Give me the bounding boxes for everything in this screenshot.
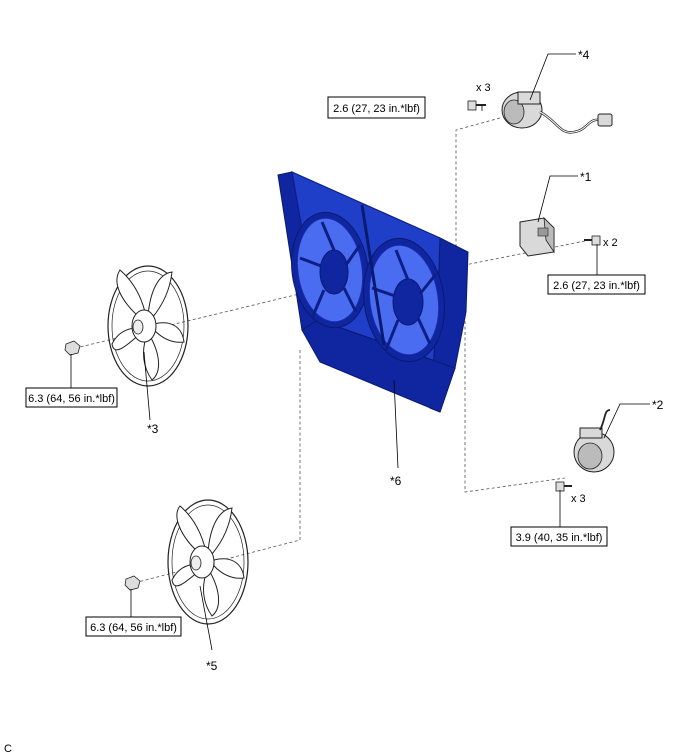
- figure-corner-mark: C: [4, 743, 12, 755]
- torque-label: 2.6 (27, 23 in.*lbf): [553, 280, 640, 292]
- nut-icon: [64, 340, 81, 356]
- bolt-icon: [555, 481, 572, 492]
- nut-icon: [124, 575, 141, 591]
- torque-spec-fan-lower: 6.3 (64, 56 in.*lbf): [85, 616, 182, 637]
- quantity-label: x 3: [571, 493, 586, 505]
- bolt-icon: [467, 100, 486, 111]
- torque-label: 6.3 (64, 56 in.*lbf): [28, 393, 115, 405]
- callout-4: *4: [578, 48, 590, 62]
- cooling-fan-lower: [167, 499, 249, 625]
- torque-spec-resistor: 2.6 (27, 23 in.*lbf): [547, 274, 646, 295]
- cooling-fan-upper: [107, 265, 189, 387]
- fan-motor-lower: [573, 409, 615, 473]
- leader-lines: [70, 53, 650, 651]
- callout-2: *2: [652, 398, 664, 412]
- fan-resistor: [519, 216, 555, 257]
- torque-label: 3.9 (40, 35 in.*lbf): [516, 532, 603, 544]
- fan-motor-upper: [501, 91, 613, 134]
- torque-spec-motor-upper: 2.6 (27, 23 in.*lbf): [327, 96, 426, 119]
- torque-spec-motor-lower: 3.9 (40, 35 in.*lbf): [510, 526, 608, 547]
- quantity-label: x 2: [603, 237, 618, 249]
- quantity-label: x 3: [476, 82, 491, 94]
- torque-spec-fan-upper: 6.3 (64, 56 in.*lbf): [25, 387, 118, 408]
- callout-5: *5: [206, 659, 218, 673]
- bolt-icon: [584, 235, 601, 246]
- callout-1: *1: [580, 170, 592, 184]
- callout-6: *6: [390, 474, 402, 488]
- torque-label: 6.3 (64, 56 in.*lbf): [90, 622, 177, 634]
- callout-3: *3: [147, 422, 159, 436]
- fan-shroud: [277, 170, 469, 413]
- torque-label: 2.6 (27, 23 in.*lbf): [333, 103, 420, 115]
